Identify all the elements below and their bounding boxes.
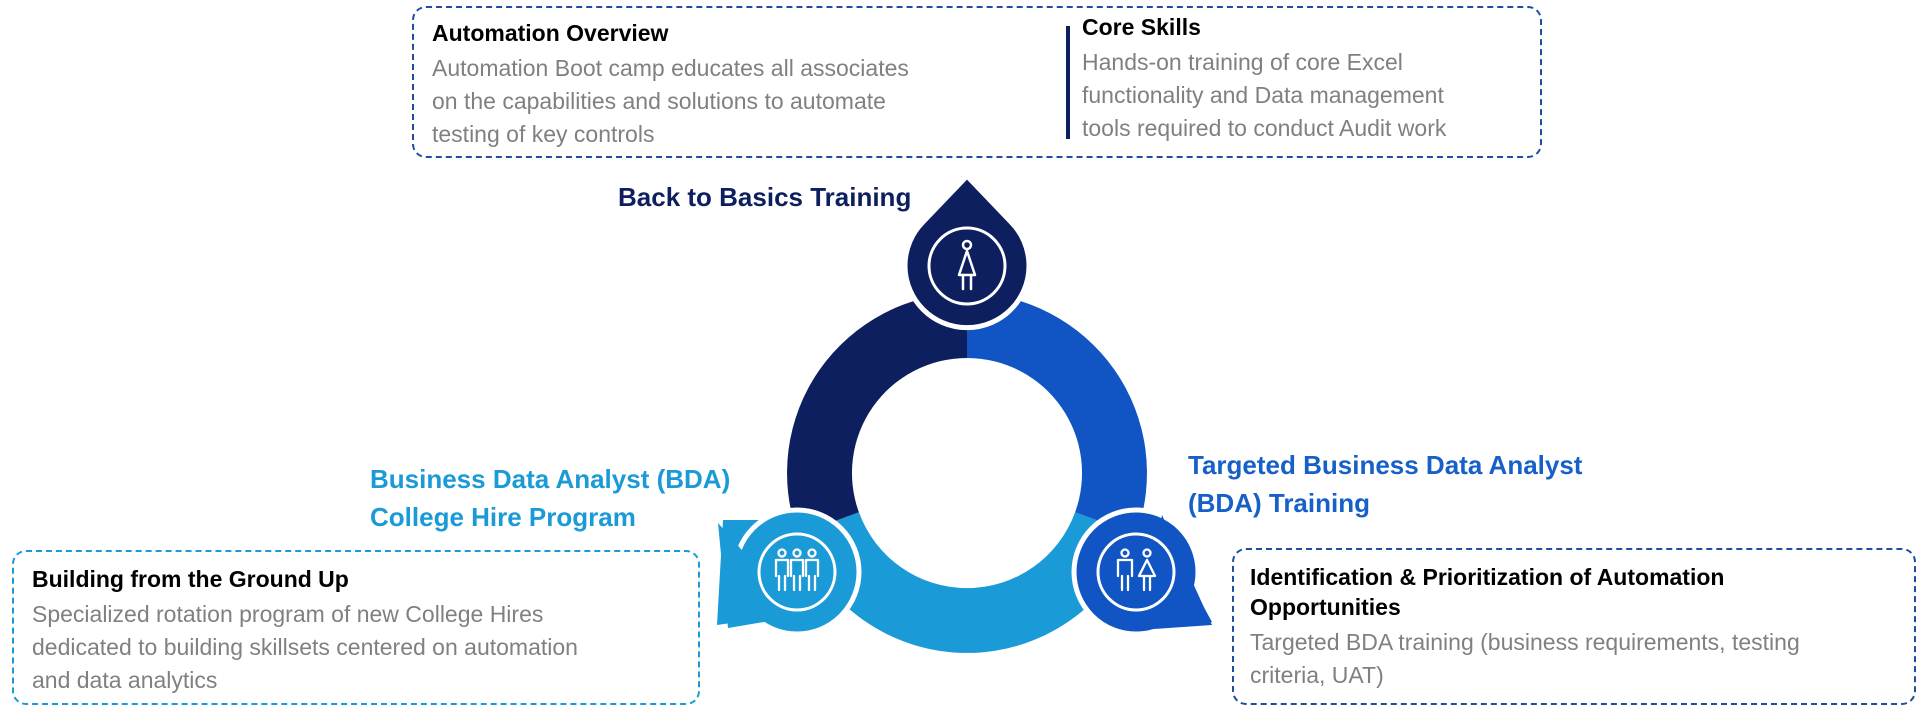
targeted-bda-heading: Targeted Business Data Analyst (BDA) Tra… (1188, 446, 1582, 522)
identification-line-2: criteria, UAT) (1250, 662, 1384, 688)
building-ground-up-title: Building from the Ground Up (32, 566, 349, 592)
automation-overview-line-1: Automation Boot camp educates all associ… (432, 55, 909, 81)
ring-segment-college-hire (797, 512, 1137, 653)
top-info-card (412, 6, 1542, 158)
bottom-left-info-card (12, 550, 700, 705)
bda-college-hire-heading: Business Data Analyst (BDA) College Hire… (370, 460, 730, 536)
building-ground-up-line-2: dedicated to building skillsets centered… (32, 634, 578, 660)
identification-block: Identification & Prioritization of Autom… (1250, 562, 1910, 692)
top-card-divider (1066, 26, 1070, 139)
bottom-right-info-card (1232, 548, 1916, 705)
automation-overview-title: Automation Overview (432, 20, 669, 46)
two-people-icon (1116, 548, 1157, 592)
building-ground-up-line-1: Specialized rotation program of new Coll… (32, 601, 544, 627)
targeted-bda-badge (1071, 507, 1212, 637)
identification-title-line-1: Identification & Prioritization of Autom… (1250, 564, 1725, 590)
person-icon (957, 239, 977, 291)
core-skills-block: Core Skills Hands-on training of core Ex… (1082, 12, 1532, 145)
building-ground-up-block: Building from the Ground Up Specialized … (32, 564, 692, 697)
bda-college-hire-heading-line-1: Business Data Analyst (BDA) (370, 464, 731, 494)
core-skills-title: Core Skills (1082, 14, 1201, 40)
automation-overview-block: Automation Overview Automation Boot camp… (432, 18, 992, 151)
ring-segment-targeted-bda (967, 293, 1147, 535)
ring-segment-back-to-basics (787, 293, 967, 535)
targeted-bda-heading-line-1: Targeted Business Data Analyst (1188, 450, 1583, 480)
identification-title-line-2: Opportunities (1250, 594, 1401, 620)
building-ground-up-line-3: and data analytics (32, 667, 218, 693)
core-skills-line-1: Hands-on training of core Excel (1082, 49, 1403, 75)
back-to-basics-heading: Back to Basics Training (618, 182, 912, 212)
back-to-basics-badge (902, 172, 1032, 331)
college-hire-badge (717, 507, 862, 637)
core-skills-line-2: functionality and Data management (1082, 82, 1444, 108)
automation-overview-line-2: on the capabilities and solutions to aut… (432, 88, 886, 114)
automation-overview-line-3: testing of key controls (432, 121, 655, 147)
core-skills-line-3: tools required to conduct Audit work (1082, 115, 1447, 141)
bda-college-hire-heading-line-2: College Hire Program (370, 502, 636, 532)
group-of-three-people-icon (774, 548, 820, 592)
identification-line-1: Targeted BDA training (business requirem… (1250, 629, 1800, 655)
targeted-bda-heading-line-2: (BDA) Training (1188, 488, 1370, 518)
